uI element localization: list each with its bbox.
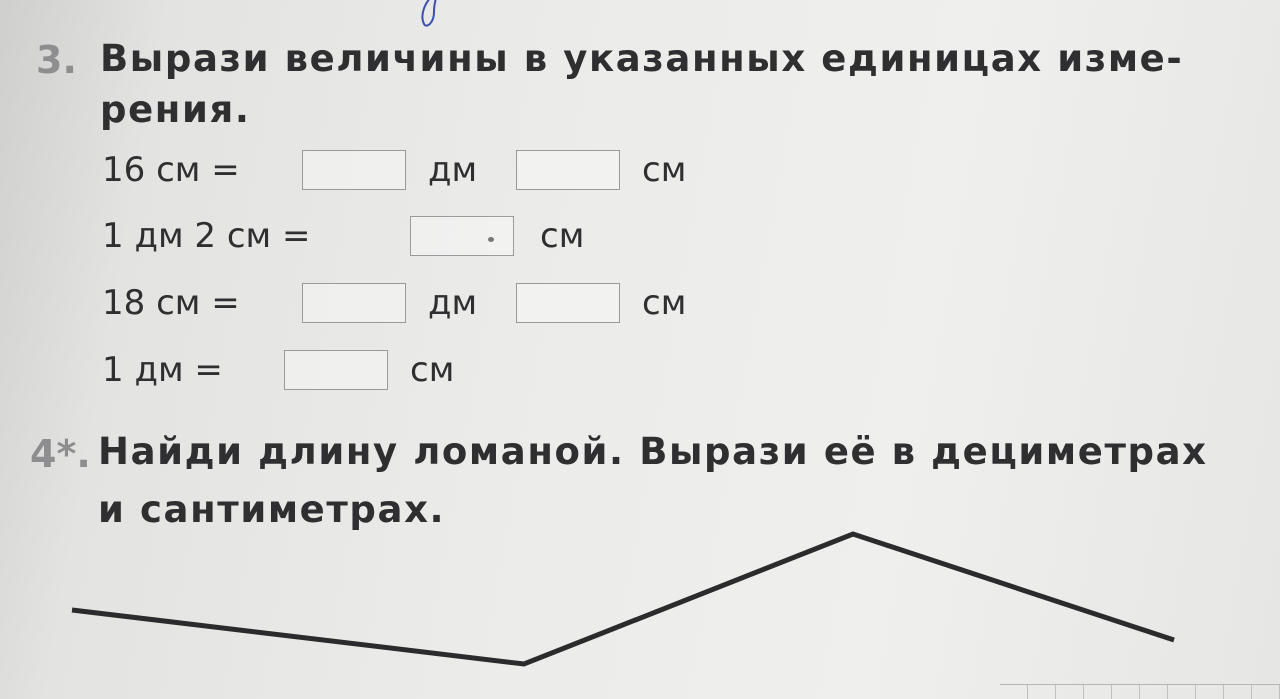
answer-box-row-1-dm[interactable] — [302, 150, 406, 190]
grid-strip-bottom — [1000, 684, 1280, 699]
exercise-row-3: 18 см = дм см — [102, 283, 686, 323]
row-2-expression: 1 дм 2 см = — [102, 216, 311, 256]
row-1-unit-cm: см — [642, 150, 687, 190]
exercise-row-1: 16 см = дм см — [102, 150, 686, 190]
task-4-number: 4*. — [30, 432, 91, 476]
ink-speck — [488, 237, 494, 242]
row-3-expression: 18 см = — [102, 283, 240, 323]
answer-box-row-4-cm[interactable] — [284, 350, 388, 390]
task-4-title-line-1: Найди длину ломаной. Вырази её в децимет… — [98, 430, 1208, 473]
exercise-row-4: 1 дм = см — [102, 350, 454, 390]
answer-box-row-3-dm[interactable] — [302, 283, 406, 323]
task-3-number: 3. — [36, 38, 77, 82]
answer-box-row-2-cm[interactable] — [410, 216, 514, 256]
row-1-expression: 16 см = — [102, 150, 240, 190]
row-4-unit-cm: см — [410, 350, 455, 390]
task-3-title-line-1: Вырази величины в указанных единицах изм… — [100, 37, 1184, 80]
row-3-unit-dm: дм — [428, 283, 478, 323]
row-1-unit-dm: дм — [428, 150, 478, 190]
row-4-expression: 1 дм = — [102, 350, 223, 390]
pen-mark-scribble — [421, 0, 437, 27]
answer-box-row-3-cm[interactable] — [516, 283, 620, 323]
broken-line-path — [71, 531, 1175, 667]
task-3-title-line-2: рения. — [100, 88, 251, 131]
answer-box-row-1-cm[interactable] — [516, 150, 620, 190]
row-3-unit-cm: см — [642, 283, 687, 323]
task-4-title-line-2: и сантиметрах. — [98, 488, 446, 531]
row-2-unit-cm: см — [540, 216, 585, 256]
exercise-row-2: 1 дм 2 см = см — [102, 216, 584, 256]
